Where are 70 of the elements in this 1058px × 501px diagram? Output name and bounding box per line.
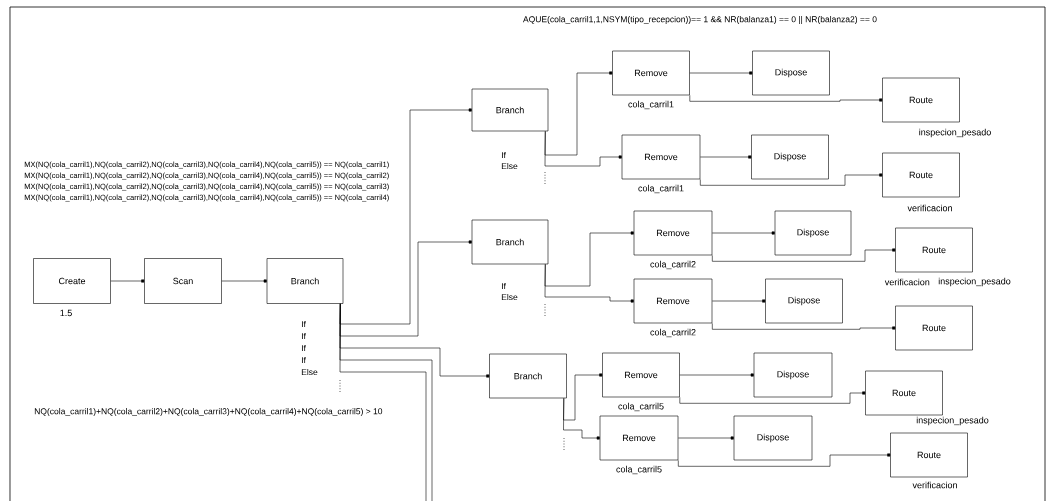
connector	[712, 299, 766, 303]
branch-condition: Else	[301, 368, 318, 376]
block-box: Route	[865, 370, 943, 416]
branch-condition: If	[302, 344, 306, 352]
block-box: Route	[895, 305, 973, 351]
connector	[678, 436, 734, 440]
connector	[689, 71, 753, 75]
block-box: Dispose	[765, 278, 843, 324]
block-caption: cola_carril2	[650, 328, 696, 338]
connector	[544, 231, 634, 287]
block-box: Dispose	[751, 134, 829, 180]
connector	[544, 131, 622, 167]
branch-condition: If	[502, 151, 506, 159]
condition-text: NQ(cola_carril1)+NQ(cola_carril2)+NQ(cola_carril3)+NQ(cola_carril4)+NQ(cola_carril5) > 10	[34, 408, 383, 416]
connector	[679, 373, 754, 377]
block-box: Route	[895, 227, 973, 273]
connector	[544, 71, 613, 156]
branch-condition: If	[502, 282, 506, 290]
connector	[339, 240, 472, 337]
block-caption: 1.5	[60, 309, 72, 317]
block-box: Branch	[471, 219, 549, 265]
connector	[221, 279, 267, 283]
branch-condition: If	[302, 320, 306, 328]
block-caption: cola_carril5	[618, 402, 664, 412]
block-caption: verificacion	[884, 278, 930, 286]
connector	[712, 231, 775, 235]
block-box: Dispose	[753, 352, 833, 398]
connector	[679, 391, 866, 404]
block-caption: cola_carril2	[650, 260, 696, 270]
block-box: Route	[882, 77, 960, 123]
condition-text: AQUE(cola_carril1,1,NSYM(tipo_recepcion))== 1 && NR(balanza1) == 0 || NR(balanza2) == 0	[523, 16, 877, 24]
branch-condition: Else	[501, 293, 518, 301]
block-box: Scan	[144, 258, 222, 304]
connector	[110, 279, 145, 283]
connector	[339, 108, 472, 325]
branch-condition: Else	[501, 162, 518, 170]
connector	[678, 453, 891, 467]
connector	[700, 155, 752, 159]
block-box: Branch	[266, 258, 344, 304]
block-caption: cola_carril1	[628, 100, 674, 110]
block-box: Branch	[471, 88, 549, 132]
block-caption: inspecion_pesado	[938, 277, 1011, 287]
block-caption: verificacion	[907, 204, 952, 212]
connector	[563, 398, 600, 440]
connector	[563, 373, 603, 421]
block-box: Remove	[633, 210, 713, 256]
block-caption: verificacion	[912, 481, 957, 489]
block-caption: inspecion_pesado	[919, 128, 991, 138]
block-box: Dispose	[774, 210, 852, 256]
block-box: Create	[33, 258, 111, 304]
branch-condition: If	[302, 356, 306, 364]
block-box: Remove	[633, 278, 713, 324]
connector	[700, 173, 883, 186]
block-box: Remove	[621, 134, 701, 180]
connector	[689, 95, 883, 102]
block-caption: cola_carril5	[616, 465, 662, 475]
branch-condition: If	[302, 332, 306, 340]
block-box: Dispose	[752, 50, 830, 96]
block-box: Route	[890, 432, 968, 478]
block-box: Route	[882, 152, 960, 198]
connector	[712, 323, 896, 330]
block-caption: cola_carril1	[638, 184, 684, 194]
connector	[544, 264, 634, 303]
block-box: Dispose	[733, 415, 813, 461]
block-box: Branch	[489, 353, 567, 399]
connector	[712, 248, 896, 262]
block-box: Remove	[612, 50, 690, 96]
block-box: Remove	[599, 415, 679, 461]
block-box: Remove	[602, 352, 680, 398]
block-caption: inspecion_pesado	[916, 416, 989, 426]
